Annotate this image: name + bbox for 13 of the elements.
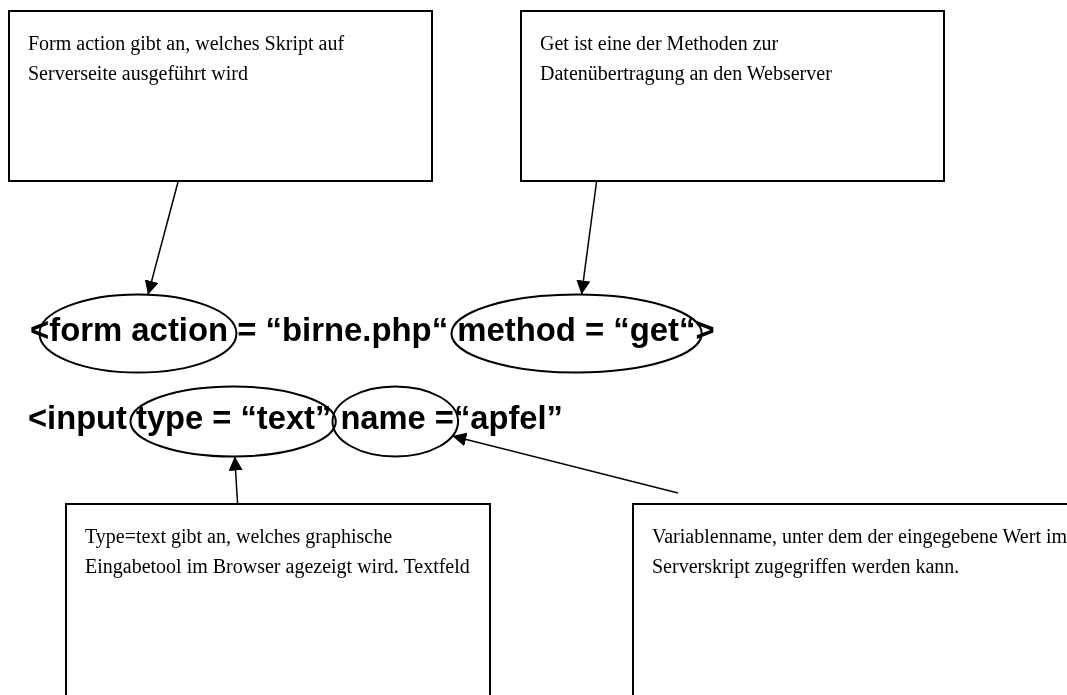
highlight-ellipse bbox=[128, 385, 337, 458]
text-box bbox=[632, 503, 1067, 695]
box-text: Form action gibt an, welches Skript auf Serverseite ausgeführt wird bbox=[28, 31, 346, 87]
arrow bbox=[144, 181, 179, 296]
arrow bbox=[576, 181, 598, 296]
arrow bbox=[228, 455, 243, 504]
text-box bbox=[520, 10, 945, 182]
text-box bbox=[8, 10, 433, 182]
arrow bbox=[451, 432, 679, 494]
box-text: Get ist eine der Methoden zur Datenübertragung an den Webserver bbox=[540, 31, 833, 87]
text-box bbox=[65, 503, 491, 695]
box-text: Type=text gibt an, welches graphische Eingabetool im Browser agezeigt wird. Textfeld bbox=[85, 524, 471, 580]
box-text: Variablenname, unter dem der eingegebene Wert im Serverskript zugegriffen werden kann. bbox=[652, 524, 1067, 580]
